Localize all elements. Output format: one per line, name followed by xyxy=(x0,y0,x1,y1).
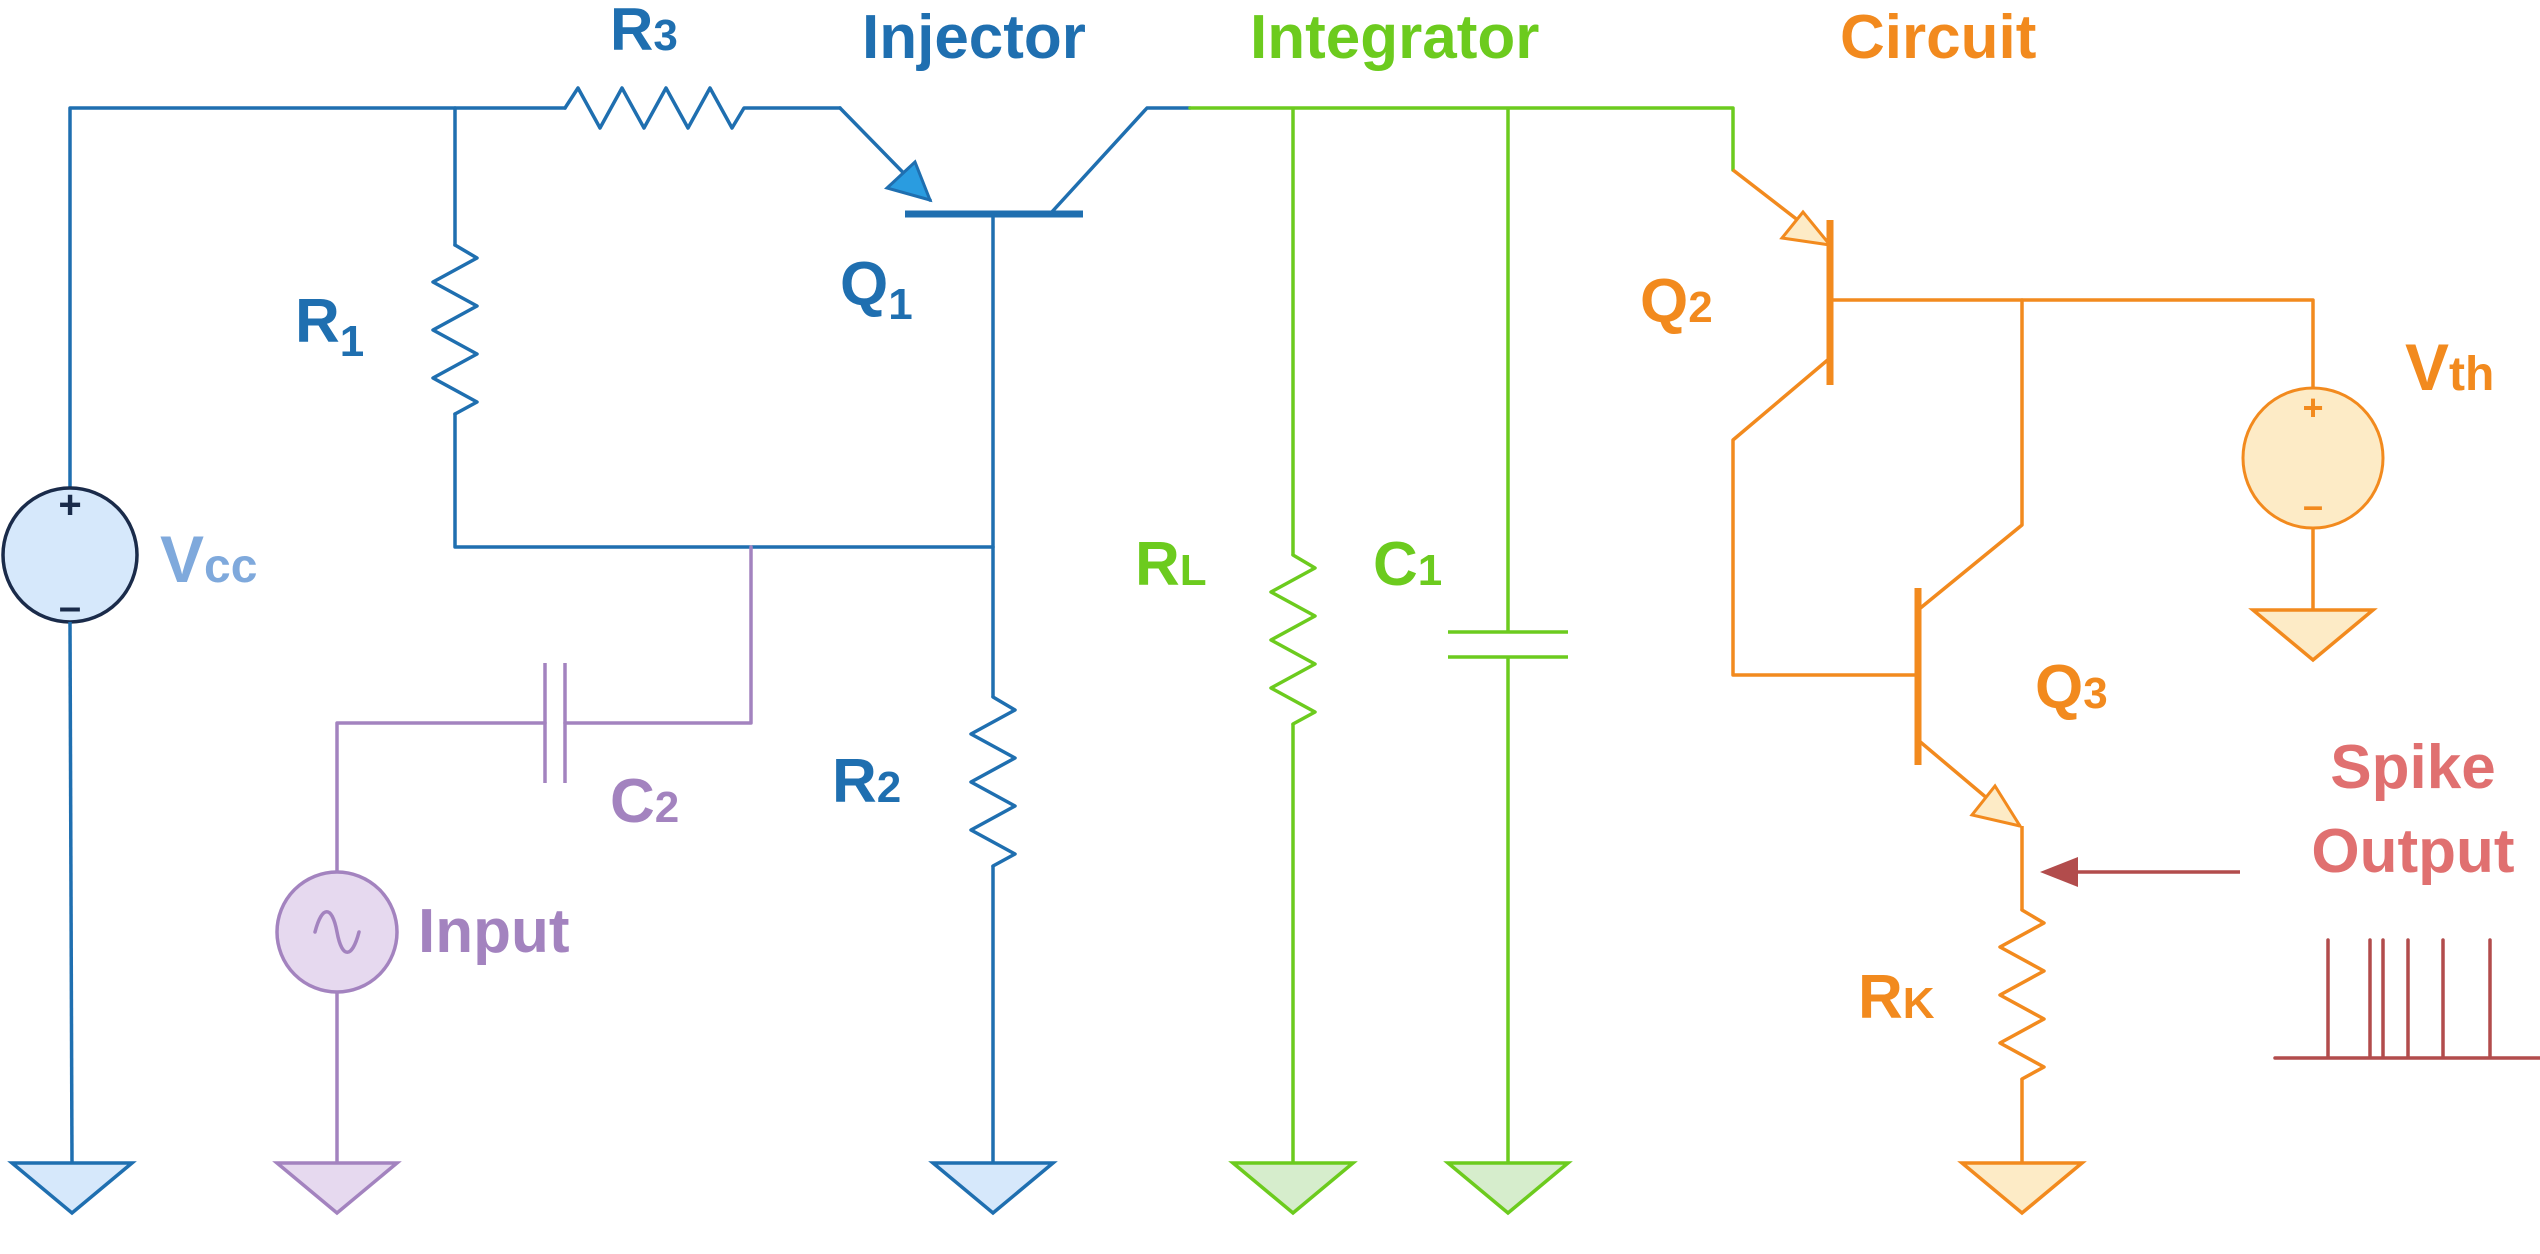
label-input: Input xyxy=(418,897,570,966)
wire-input-top xyxy=(563,545,753,725)
input-section xyxy=(272,545,753,1216)
q2-collector xyxy=(1731,356,1920,677)
resistor-r2 xyxy=(969,695,1017,868)
resistor-r3 xyxy=(563,86,842,130)
ground-r2 xyxy=(928,1161,1058,1216)
label-q3: Q3 xyxy=(2035,653,2108,722)
vcc-plus: + xyxy=(58,483,81,527)
label-spike-line2: Output xyxy=(2311,817,2514,886)
wire-c2-to-source xyxy=(335,721,547,874)
title-integrator: Integrator xyxy=(1250,3,1539,72)
title-injector: Injector xyxy=(862,3,1086,72)
label-spike-line1: Spike xyxy=(2330,733,2495,802)
label-vth: Vth xyxy=(2405,330,2494,404)
label-rl: RL xyxy=(1135,530,1207,599)
circuit-section xyxy=(1731,168,2385,1216)
ground-c1 xyxy=(1443,1161,1573,1216)
spike-output-section xyxy=(2040,857,2540,1060)
resistor-rk xyxy=(1998,908,2046,1081)
vcc-minus: – xyxy=(59,585,81,629)
sine-icon xyxy=(313,910,361,954)
label-vcc: Vcc xyxy=(160,522,257,596)
resistor-rl xyxy=(1269,553,1317,726)
ground-rl xyxy=(1228,1161,1358,1216)
label-c2: C2 xyxy=(610,767,679,836)
integrator-section xyxy=(1188,106,1735,1216)
label-r2: R2 xyxy=(832,747,901,816)
spike-train xyxy=(2273,938,2540,1060)
label-q2: Q2 xyxy=(1640,267,1713,336)
wire-r1-bottom xyxy=(453,412,995,549)
label-r1: R1 xyxy=(295,287,364,366)
ground-vcc xyxy=(7,1161,137,1216)
ground-vth xyxy=(2248,608,2378,663)
title-circuit: Circuit xyxy=(1840,3,2036,72)
vth-plus: + xyxy=(2302,387,2323,428)
q3-emitter-arrow xyxy=(1969,783,2024,829)
vth-minus: – xyxy=(2303,485,2323,526)
wire-top-rail xyxy=(68,106,567,510)
q3-collector xyxy=(1916,298,2024,612)
label-rk: RK xyxy=(1858,963,1935,1032)
wire-vcc-bottom xyxy=(68,621,74,1164)
label-c1: C1 xyxy=(1373,530,1442,599)
resistor-r1 xyxy=(431,243,479,416)
wire-q2-base-to-vth xyxy=(1828,298,2315,390)
label-q1: Q1 xyxy=(840,250,913,329)
wire-integrator-top xyxy=(1188,106,1735,172)
label-r3: R3 xyxy=(610,0,678,63)
q2-emitter-arrow xyxy=(1779,209,1834,248)
ground-input xyxy=(272,1161,402,1216)
spike-arrow-head xyxy=(2040,857,2078,887)
wire-q1-collector xyxy=(1048,106,1192,216)
q1-emitter-arrow xyxy=(884,159,933,203)
ground-rk xyxy=(1957,1161,2087,1216)
injector-section xyxy=(1,86,1192,1216)
